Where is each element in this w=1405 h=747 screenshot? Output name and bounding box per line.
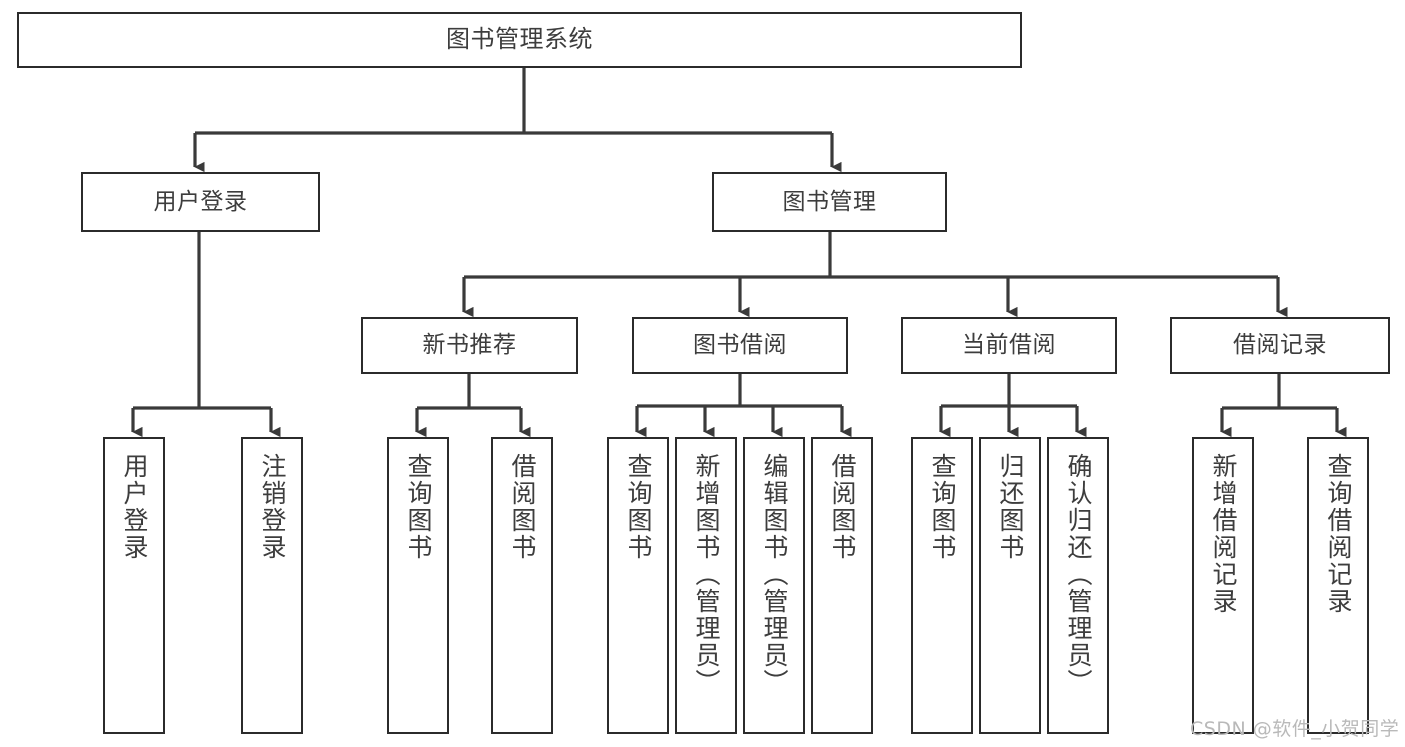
node-label: 借阅记录 [1233, 332, 1327, 359]
leaf-query-borrow-record[interactable]: 查询借阅记录 [1307, 437, 1369, 734]
leaf-query-book-current[interactable]: 查询图书 [911, 437, 973, 734]
leaf-add-book-admin[interactable]: 新增图书（管理员） [675, 437, 737, 734]
node-label: 查询图书 [624, 453, 653, 561]
node-label: 新增图书（管理员） [692, 453, 721, 696]
leaf-borrow-book[interactable]: 借阅图书 [811, 437, 873, 734]
node-label: 新书推荐 [422, 332, 517, 359]
node-label: 查询借阅记录 [1324, 453, 1353, 615]
leaf-query-book-recommend[interactable]: 查询图书 [387, 437, 449, 734]
node-label: 编辑图书（管理员） [760, 453, 789, 696]
node-user-login[interactable]: 用户登录 [81, 172, 320, 232]
node-label: 用户登录 [120, 453, 149, 561]
node-label: 借阅图书 [508, 453, 537, 561]
node-label: 查询图书 [928, 453, 957, 561]
node-label: 确认归还（管理员） [1064, 453, 1093, 696]
node-label: 归还图书 [996, 453, 1025, 561]
leaf-borrow-book-recommend[interactable]: 借阅图书 [491, 437, 553, 734]
node-label: 借阅图书 [828, 453, 857, 561]
node-label: 当前借阅 [962, 332, 1056, 359]
node-root-book-management-system[interactable]: 图书管理系统 [17, 12, 1022, 68]
node-current-borrow[interactable]: 当前借阅 [901, 317, 1117, 374]
node-label: 新增借阅记录 [1209, 453, 1238, 615]
leaf-return-book[interactable]: 归还图书 [979, 437, 1041, 734]
node-label: 图书管理 [782, 188, 877, 215]
node-label: 注销登录 [258, 453, 287, 561]
node-label: 用户登录 [153, 188, 248, 215]
node-label: 图书借阅 [693, 332, 787, 359]
node-book-borrow[interactable]: 图书借阅 [632, 317, 848, 374]
leaf-confirm-return-admin[interactable]: 确认归还（管理员） [1047, 437, 1109, 734]
leaf-edit-book-admin[interactable]: 编辑图书（管理员） [743, 437, 805, 734]
node-label: 查询图书 [404, 453, 433, 561]
leaf-user-login[interactable]: 用户登录 [103, 437, 165, 734]
node-label: 图书管理系统 [446, 25, 593, 54]
leaf-logout-login[interactable]: 注销登录 [241, 437, 303, 734]
node-book-management[interactable]: 图书管理 [712, 172, 947, 232]
leaf-add-borrow-record[interactable]: 新增借阅记录 [1192, 437, 1254, 734]
node-borrow-record[interactable]: 借阅记录 [1170, 317, 1390, 374]
node-new-book-recommend[interactable]: 新书推荐 [361, 317, 578, 374]
leaf-query-book-borrow[interactable]: 查询图书 [607, 437, 669, 734]
